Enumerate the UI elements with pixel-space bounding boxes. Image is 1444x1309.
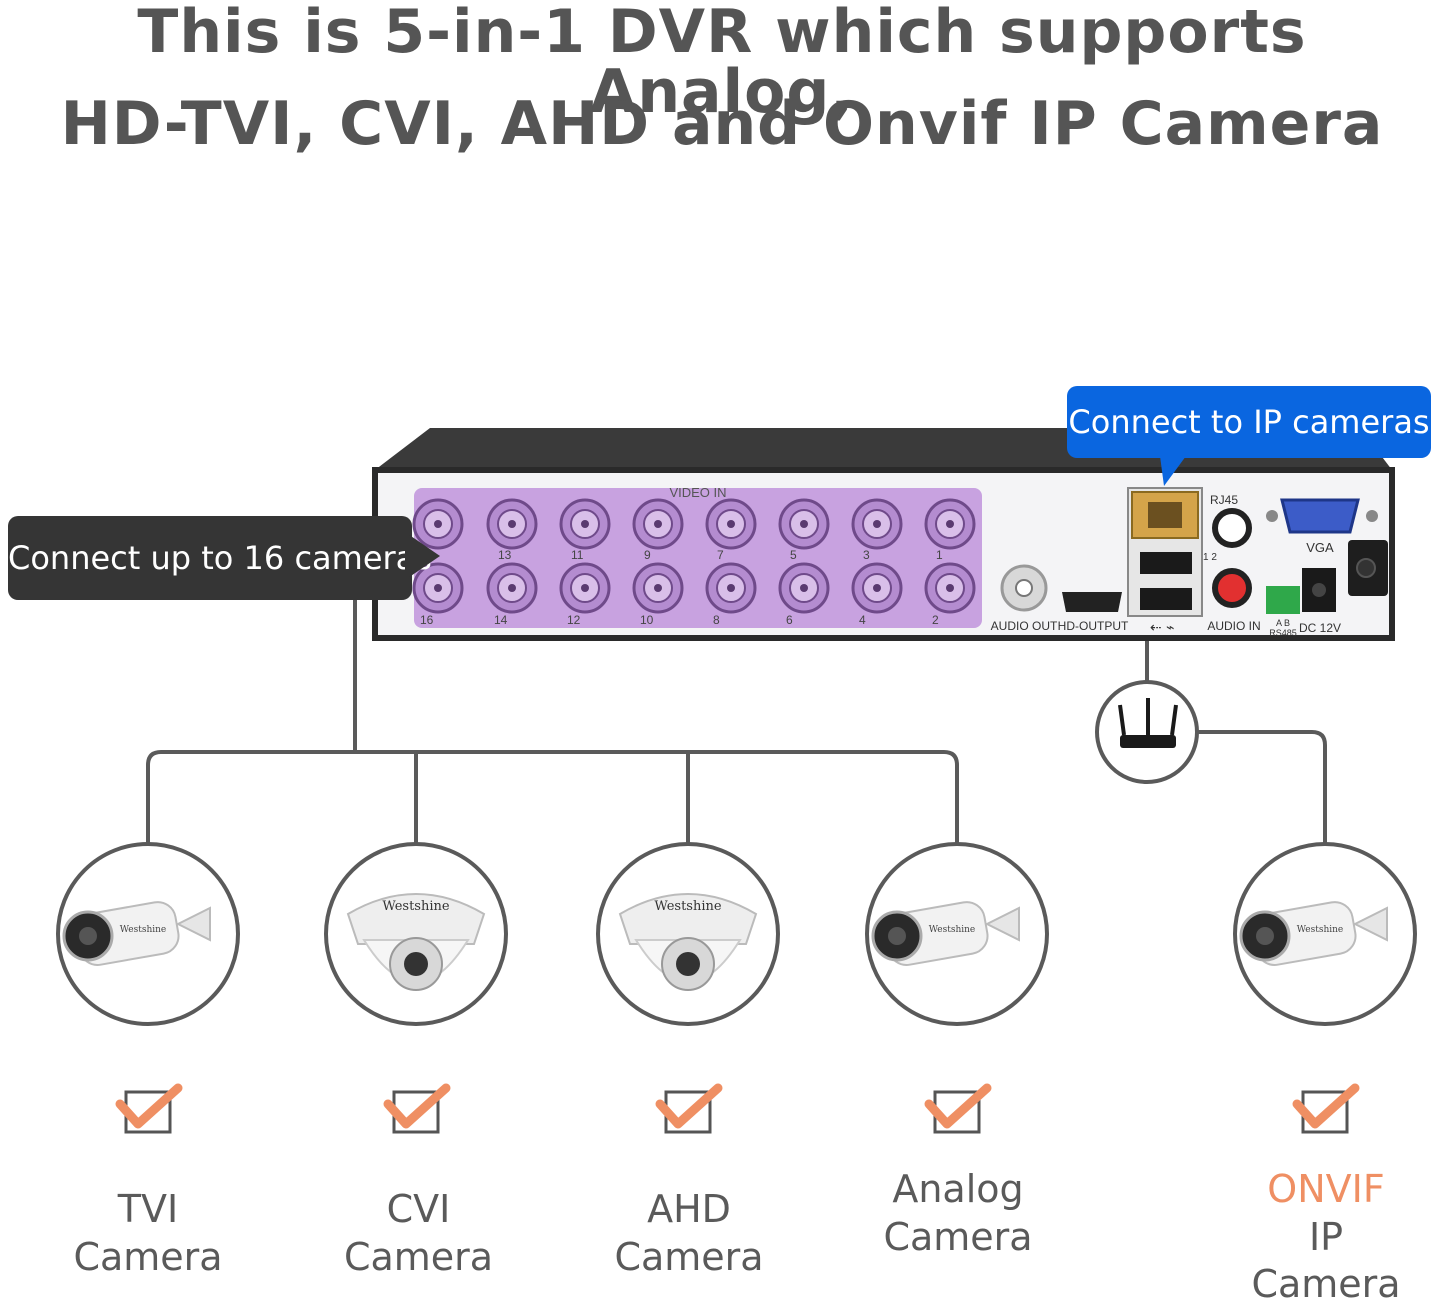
camera-circle: Westshine: [56, 842, 240, 1026]
power-switch: [1356, 558, 1376, 578]
port-number: 13: [498, 548, 512, 562]
label-cvi-camera: CVI Camera: [343, 1187, 494, 1279]
label-analog-line1: Analog: [892, 1167, 1024, 1211]
bnc-port: [924, 562, 976, 614]
router-body: [1120, 735, 1176, 748]
rj45-jack: [1148, 502, 1182, 528]
rs485-label: RS485: [1269, 628, 1297, 638]
vga-screw-right: [1366, 510, 1378, 522]
vga-port: [1280, 498, 1360, 534]
camera-brand: Westshine: [654, 899, 721, 914]
port-number: 16: [420, 613, 434, 627]
hdmi-port: [1062, 592, 1122, 612]
port-number: 12: [567, 613, 581, 627]
port-number: 11: [571, 548, 584, 562]
headline-line-2: HD-TVI, CVI, AHD and Onvif IP Camera: [60, 89, 1384, 159]
port-numbers: 13 11 9 7 5 3 1 16 14 12 10 8 6 4 2: [420, 548, 943, 627]
callout-connect-16: Connect up to 16 cameras: [8, 516, 432, 600]
bnc-port: [851, 498, 903, 550]
port-number: 7: [717, 548, 724, 562]
bnc-port: [559, 562, 611, 614]
usb-port-2: [1140, 588, 1192, 610]
label-ahd-camera: AHD Camera: [614, 1187, 764, 1279]
vga-screw-left: [1266, 510, 1278, 522]
line-router-to-ip: [1197, 730, 1327, 845]
bnc-port: [559, 498, 611, 550]
checkmark-icon: [655, 1083, 723, 1134]
camera-circle: Westshine: [324, 842, 508, 1026]
port-number: 6: [786, 613, 793, 627]
dc-power-pin: [1312, 583, 1326, 597]
bnc-port-grid: [412, 498, 976, 614]
usb-port-1: [1140, 552, 1192, 574]
video-in-panel: [414, 488, 982, 628]
port-number: 5: [790, 548, 797, 562]
label-analog-camera: Analog Camera: [868, 1166, 1048, 1261]
router-antennas: [1118, 698, 1178, 736]
checkmark-icon: [383, 1083, 451, 1134]
dvr-recorder: VIDEO IN 13 11 9 7 5 3 1 16 14 12 10 8 6 4 2 AUDIO OUT…: [372, 428, 1395, 641]
bnc-port: [851, 562, 903, 614]
camera-circle: Westshine: [1233, 842, 1417, 1026]
bnc-port: [705, 562, 757, 614]
rj45-label: RJ45: [1210, 493, 1238, 507]
bnc-port: [778, 498, 830, 550]
audio-in-channels: 1 2: [1203, 552, 1217, 563]
port-number: 14: [494, 613, 508, 627]
port-number: 4: [859, 613, 866, 627]
checkmarks: [115, 1083, 1360, 1134]
router: [1095, 680, 1199, 784]
headline-line-1: This is 5-in-1 DVR which supports Analog…: [137, 0, 1307, 127]
camera-brand: Westshine: [120, 925, 167, 935]
bnc-port: [632, 562, 684, 614]
camera-circle: Westshine: [596, 842, 780, 1026]
checkmark-icon: [1292, 1083, 1360, 1134]
bnc-port: [632, 498, 684, 550]
rs485-terminal: [1266, 586, 1300, 614]
label-tvi-camera: TVI Camera: [73, 1187, 223, 1279]
bnc-port: [486, 562, 538, 614]
checkmark-icon: [924, 1083, 992, 1134]
audio-in-port-1: [1212, 508, 1252, 548]
bnc-port: [778, 562, 830, 614]
port-number: 9: [644, 548, 651, 562]
line-analog-bus: [146, 750, 959, 845]
label-analog-line2: Camera: [883, 1214, 1033, 1259]
port-number: 10: [640, 613, 654, 627]
audio-out-port-center: [1015, 579, 1033, 597]
camera-brand: Westshine: [382, 899, 449, 914]
bnc-port: [705, 498, 757, 550]
audio-out-label: AUDIO OUT: [991, 619, 1058, 633]
port-number: 8: [713, 613, 720, 627]
camera-brand: Westshine: [929, 925, 976, 935]
bnc-port: [486, 498, 538, 550]
dc12v-label: DC 12V: [1299, 621, 1341, 635]
camera-brand: Westshine: [1297, 925, 1344, 935]
label-onvif-line1: ONVIF: [1267, 1167, 1385, 1211]
audio-in-label: AUDIO IN: [1207, 619, 1260, 633]
audio-in-port-2: [1212, 568, 1252, 608]
camera-circle: Westshine: [865, 842, 1049, 1026]
label-onvif-ip-camera: ONVIF IP Camera: [1230, 1166, 1422, 1309]
port-number: 3: [863, 548, 870, 562]
vga-label: VGA: [1306, 540, 1334, 555]
callout-connect-ip: Connect to IP cameras: [1067, 386, 1431, 458]
usb-icon: ⇠ ⌁: [1150, 620, 1175, 636]
checkmark-icon: [115, 1083, 183, 1134]
video-in-label: VIDEO IN: [669, 485, 726, 500]
port-number: 1: [936, 548, 943, 562]
dome-camera-icon: [346, 893, 486, 945]
hd-output-label: HD-OUTPUT: [1058, 619, 1129, 633]
port-number: 2: [932, 613, 939, 627]
bnc-port: [924, 498, 976, 550]
label-onvif-line2: IP Camera: [1251, 1214, 1401, 1307]
dome-camera-icon: [618, 893, 758, 945]
rs485-ab-label: A B: [1276, 618, 1290, 628]
diagram-canvas: VIDEO IN 13 11 9 7 5 3 1 16 14 12 10 8 6 4 2 AUDIO OUT…: [56, 428, 1417, 1134]
